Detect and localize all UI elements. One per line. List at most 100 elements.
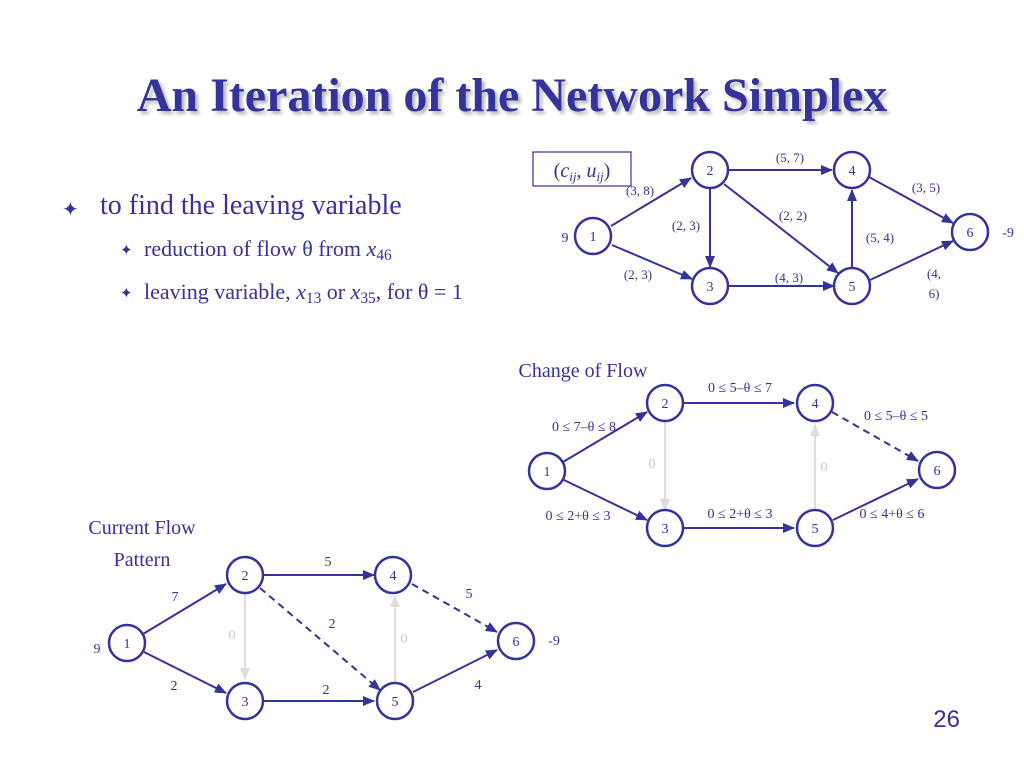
node-label: 3 (662, 522, 669, 537)
node-label: 1 (544, 465, 551, 480)
var-x: x (366, 236, 377, 261)
arc-label: 0 ≤ 4+θ ≤ 6 (860, 507, 925, 522)
node-label: 1 (124, 637, 131, 652)
node-label: 4 (812, 397, 819, 412)
node-label: 3 (707, 280, 714, 295)
arc-5-6 (832, 478, 919, 521)
var-subscript: 46 (376, 246, 392, 264)
slide-number: 26 (933, 706, 960, 733)
node-label: 5 (392, 695, 399, 710)
arc-1-2 (610, 177, 692, 227)
bullet-sub-2: ✦ leaving variable, x13 or x35, for θ = … (120, 279, 463, 308)
arc-label: (2, 3) (672, 218, 700, 233)
bullet-star-icon: ✦ (120, 283, 133, 302)
arc-1-3 (611, 244, 693, 280)
arc-label: 5 (325, 555, 332, 570)
arc-label: (4, 3) (775, 270, 803, 285)
bullet-sub-2-tail: , for θ = 1 (375, 278, 463, 304)
arc-1-3 (143, 651, 227, 694)
arc-1-3 (563, 479, 648, 521)
arc-label: 0 ≤ 2+θ ≤ 3 (546, 509, 611, 524)
arc-5-6 (412, 649, 498, 693)
node: 4 (795, 383, 835, 423)
node-label: 4 (849, 164, 856, 179)
slide-title: An Iteration of the Network Simplex (136, 69, 888, 122)
node: 5 (375, 681, 415, 721)
current-flow-title-line2: Pattern (114, 549, 171, 571)
node-label: 5 (849, 280, 856, 295)
arc-1-2 (562, 411, 648, 463)
bullet-sub-1-text: reduction of flow θ from (144, 236, 367, 261)
var-x: x (350, 278, 361, 304)
arc-label: 0 ≤ 2+θ ≤ 3 (708, 507, 773, 522)
demand-label: -9 (1002, 226, 1014, 241)
arc-2-5 (723, 183, 839, 274)
arc-label: 4 (475, 678, 482, 693)
node: 6 (950, 212, 990, 252)
network-current-flow: Current Flow Pattern 1 2 3 4 5 6 9 -9 7 … (88, 517, 560, 721)
node: 6 (917, 450, 957, 490)
arc-4-6 (831, 411, 919, 462)
arc-label: (3, 8) (626, 183, 654, 198)
bullet-list: ✦ to find the leaving variable ✦ reducti… (62, 190, 463, 308)
supply-label: 9 (562, 231, 569, 246)
node: 3 (225, 681, 265, 721)
change-of-flow-title: Change of Flow (519, 360, 648, 382)
node-label: 5 (812, 522, 819, 537)
node: 2 (645, 383, 685, 423)
network-change-of-flow: Change of Flow 1 2 3 4 5 6 0 ≤ 7–θ ≤ 8 0… (519, 360, 957, 548)
node: 3 (645, 508, 685, 548)
arc-label: (5, 4) (866, 230, 894, 245)
arc-label: 2 (323, 683, 330, 698)
arc-5-6 (869, 240, 954, 281)
node-label: 6 (967, 226, 974, 241)
node-label: 4 (390, 569, 397, 584)
node: 1 (527, 451, 567, 491)
node-label: 2 (242, 569, 249, 584)
bullet-sub-2-text: leaving variable, (144, 278, 297, 304)
node: 5 (795, 508, 835, 548)
arc-label: 5 (466, 587, 473, 602)
node-label: 6 (934, 464, 941, 479)
node: 1 (107, 623, 147, 663)
node-label: 6 (513, 635, 520, 650)
node: 3 (690, 266, 730, 306)
legend-box (532, 151, 632, 187)
var-subscript: 13 (305, 289, 322, 307)
node-label: 2 (662, 397, 669, 412)
arc-label: (3, 5) (912, 180, 940, 195)
bullet-star-icon: ✦ (120, 241, 133, 259)
demand-label: -9 (548, 634, 560, 649)
node-label: 1 (590, 230, 597, 245)
arc-2-5 (259, 587, 381, 691)
bullet-sub-1: ✦ reduction of flow θ from x46 (120, 236, 463, 265)
bullet-main: ✦ to find the leaving variable (62, 190, 463, 222)
arc-label: 0 ≤ 5–θ ≤ 7 (708, 381, 772, 396)
arc-4-6 (411, 583, 498, 633)
bullet-star-icon: ✦ (62, 197, 79, 221)
arc-label: 7 (172, 590, 179, 605)
arc-label-faded: 0 (649, 457, 656, 472)
arc-4-6 (868, 176, 954, 224)
bullet-main-text: to find the leaving variable (100, 190, 402, 221)
arc-label: (2, 3) (624, 267, 652, 282)
arc-label: (2, 2) (779, 208, 807, 223)
arc-label: 2 (171, 679, 178, 694)
supply-label: 9 (94, 642, 101, 657)
arc-label: 0 ≤ 7–θ ≤ 8 (552, 420, 616, 435)
arc-label: 0 ≤ 5–θ ≤ 5 (864, 409, 928, 424)
node: 2 (225, 555, 265, 595)
node: 2 (690, 150, 730, 190)
var-subscript: 35 (360, 289, 376, 307)
arc-label: (4, (927, 266, 941, 281)
node: 4 (832, 150, 872, 190)
node-label: 2 (707, 164, 714, 179)
arc-label: (5, 7) (776, 150, 804, 165)
network-top: (cij, uij) 1 2 3 4 5 6 9 -9 (3, 8) (2, 3… (532, 150, 1014, 306)
node: 6 (496, 621, 536, 661)
node: 4 (373, 555, 413, 595)
var-x: x (296, 278, 306, 304)
arc-label: 6) (929, 286, 940, 301)
node: 5 (832, 266, 872, 306)
